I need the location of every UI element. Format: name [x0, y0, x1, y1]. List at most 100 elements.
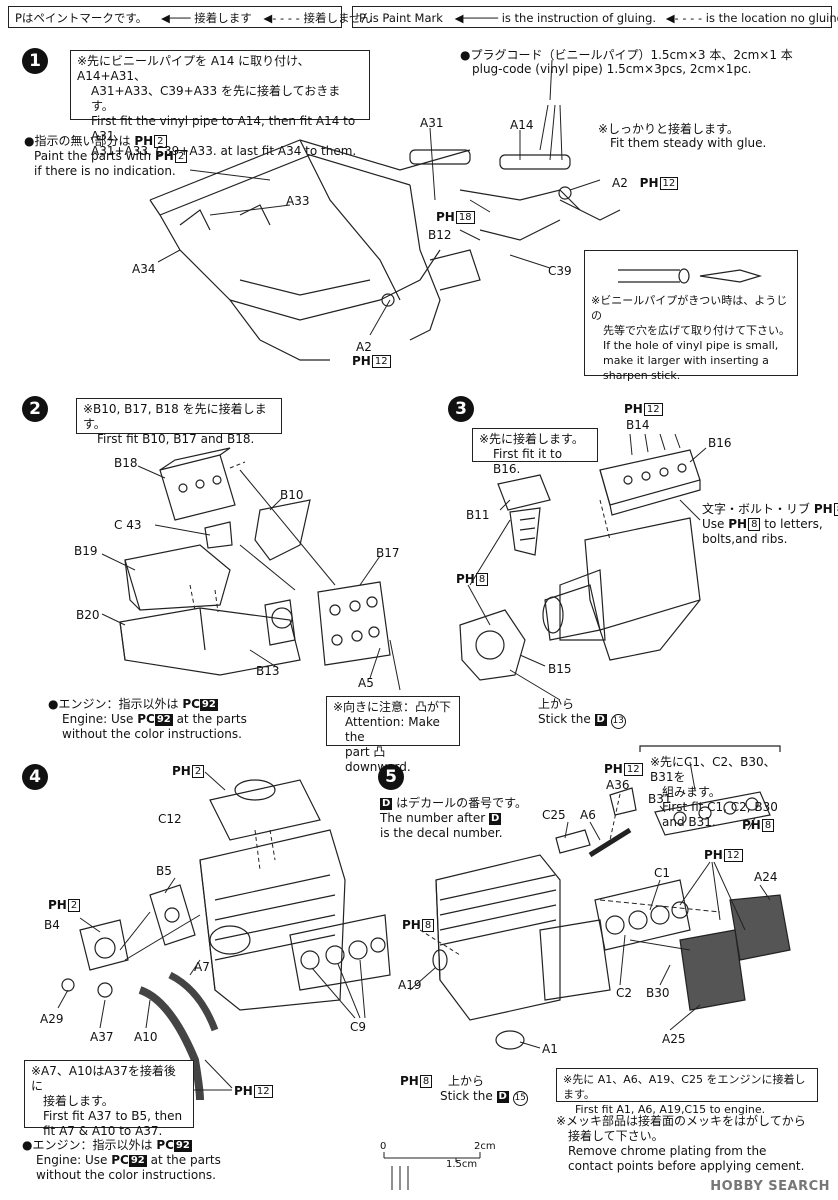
- decal-line: はデカールの番号です。: [396, 796, 527, 810]
- paint-number: 8: [421, 919, 435, 932]
- step-5-fit-note: ※先に A1、A6、A19、C25 をエンジンに接着します。 First fit…: [556, 1068, 818, 1116]
- paint-mark-icon: PH: [400, 1074, 419, 1088]
- tip-line: sharpen stick.: [603, 369, 681, 382]
- part-label: B15: [548, 662, 572, 676]
- decal-explanation: D はデカールの番号です。 The number after D is the …: [380, 796, 527, 841]
- fit-steady-jp: ※しっかりと接着します。: [598, 122, 739, 136]
- step-1-note: ※先にビニールパイプを A14 に取り付け、A14+A31、 A31+A33、C…: [70, 50, 370, 158]
- scale-ruler: [383, 1152, 481, 1190]
- part-label: A6: [580, 808, 596, 822]
- part-label: A25: [662, 1032, 686, 1046]
- note-line: ※A7、A10はA37を接着後に: [31, 1064, 176, 1093]
- paint-number: 92: [154, 714, 173, 726]
- part-label: C39: [548, 264, 572, 278]
- glue-arrow-icon: ◀───: [160, 11, 191, 25]
- note-line: First fit the vinyl pipe to A14, then fi…: [91, 114, 356, 143]
- paint-mark-icon: PH: [704, 848, 723, 862]
- paint-number: 8: [475, 573, 489, 586]
- stick-line: Stick the: [538, 712, 591, 726]
- part-label: A31: [420, 116, 444, 130]
- paint-mark-icon: PH: [352, 354, 371, 368]
- part-label: B10: [280, 488, 304, 502]
- decal-mark-icon: D: [496, 1091, 509, 1103]
- attention-line: ※向きに注意：凸が下: [333, 700, 452, 714]
- scale-one-half: 1.5cm: [446, 1159, 478, 1170]
- letters-line: bolts,and ribs.: [702, 532, 788, 546]
- part-label: A14: [510, 118, 534, 132]
- step-4-number: 4: [22, 764, 48, 790]
- engine-line: Engine: Use: [62, 712, 134, 726]
- engine-line: Engine: Use: [36, 1153, 108, 1167]
- glue-arrow-icon: ◀─────: [454, 11, 499, 25]
- note-line: fit A7 & A10 to A37.: [43, 1124, 163, 1138]
- first-line: 組みます。: [662, 785, 721, 799]
- letters-line: to letters,: [764, 517, 823, 531]
- paint-number: 2: [174, 150, 188, 163]
- paint-line: Paint the parts with: [34, 149, 152, 163]
- paint-mark-icon: PH: [624, 402, 643, 416]
- part-label-text: A2: [612, 176, 628, 190]
- paint-mark-icon: PH: [234, 1084, 253, 1098]
- part-label: B16: [708, 436, 732, 450]
- part-label: A29: [40, 1012, 64, 1026]
- fit-line: ※先に A1、A6、A19、C25 をエンジンに接着します。: [563, 1073, 806, 1101]
- part-label: B18: [114, 456, 138, 470]
- paint-mark-icon: PH: [154, 149, 174, 163]
- step-2-number: 2: [22, 396, 48, 422]
- note-line: A31+A33、C39+A33 を先に接着しておきます。: [91, 84, 341, 113]
- engine-block-drawing: [459, 433, 707, 701]
- attention-line: Attention: Make the: [345, 715, 440, 744]
- part-label: B12: [428, 228, 452, 242]
- paint-mark-icon: PC: [182, 697, 200, 711]
- part-label: A37: [90, 1030, 114, 1044]
- paint-number: 92: [128, 1155, 147, 1167]
- part-label: B31: [648, 792, 672, 806]
- part-label: A24: [754, 870, 778, 884]
- note-line: ※先にビニールパイプを A14 に取り付け、A14+A31、: [77, 54, 310, 83]
- part-label: C25: [542, 808, 566, 822]
- paint-number: 92: [173, 1140, 192, 1152]
- paint-number: 8: [833, 503, 838, 516]
- paint-mark-icon: PH: [728, 517, 748, 531]
- chrome-plating-note: ※メッキ部品は接着面のメッキをはがしてから 接着して下さい。 Remove ch…: [556, 1114, 806, 1174]
- paint-number: 12: [253, 1085, 273, 1098]
- paint-number: 18: [455, 211, 475, 224]
- step-5-stick-decal: 上から Stick the D 15: [440, 1074, 528, 1106]
- legend-en-glue: is the instruction of gluing.: [501, 11, 657, 25]
- step-2-note: ※B10, B17, B18 を先に接着します。 First fit B10, …: [76, 398, 282, 446]
- part-label: C2: [616, 986, 633, 1000]
- plug-code-en: plug-code (vinyl pipe) 1.5cm×3pcs, 2cm×1…: [472, 62, 752, 76]
- part-label: A36: [606, 778, 630, 792]
- chrome-line: contact points before applying cement.: [568, 1159, 805, 1173]
- paint-mark-icon: PH: [604, 762, 623, 776]
- part-label: C1: [654, 866, 671, 880]
- fit-steady-en: Fit them steady with glue.: [610, 136, 767, 150]
- part-label: B5: [156, 864, 172, 878]
- stick-line: Stick the: [440, 1089, 493, 1103]
- letters-line: 文字・ボルト・リブ: [702, 502, 811, 516]
- part-label: B4: [44, 918, 60, 932]
- decal-number: 13: [610, 714, 626, 729]
- carburetor-assembly-drawing: [409, 745, 791, 1050]
- paint-mark-icon: PH: [402, 918, 421, 932]
- paint-number: 8: [419, 1075, 433, 1088]
- engine-case-drawing: [101, 447, 401, 691]
- step-3-note: ※先に接着します。 First fit it to B16.: [472, 428, 598, 476]
- note-line: ※B10, B17, B18 を先に接着します。: [83, 402, 267, 431]
- engine-line: ●エンジン：指示以外は: [48, 697, 179, 711]
- noglue-arrow-icon: ◀- - - -: [665, 11, 703, 25]
- paint-number: 12: [659, 177, 679, 190]
- paint-mark-icon: PH: [436, 210, 455, 224]
- first-line: First fit C1, C2, B30: [662, 800, 778, 814]
- stick-line: 上から: [538, 697, 575, 711]
- noglue-arrow-icon: ◀- - - -: [263, 11, 300, 25]
- engine-line: without the color instructions.: [36, 1168, 216, 1182]
- part-label: A19: [398, 978, 422, 992]
